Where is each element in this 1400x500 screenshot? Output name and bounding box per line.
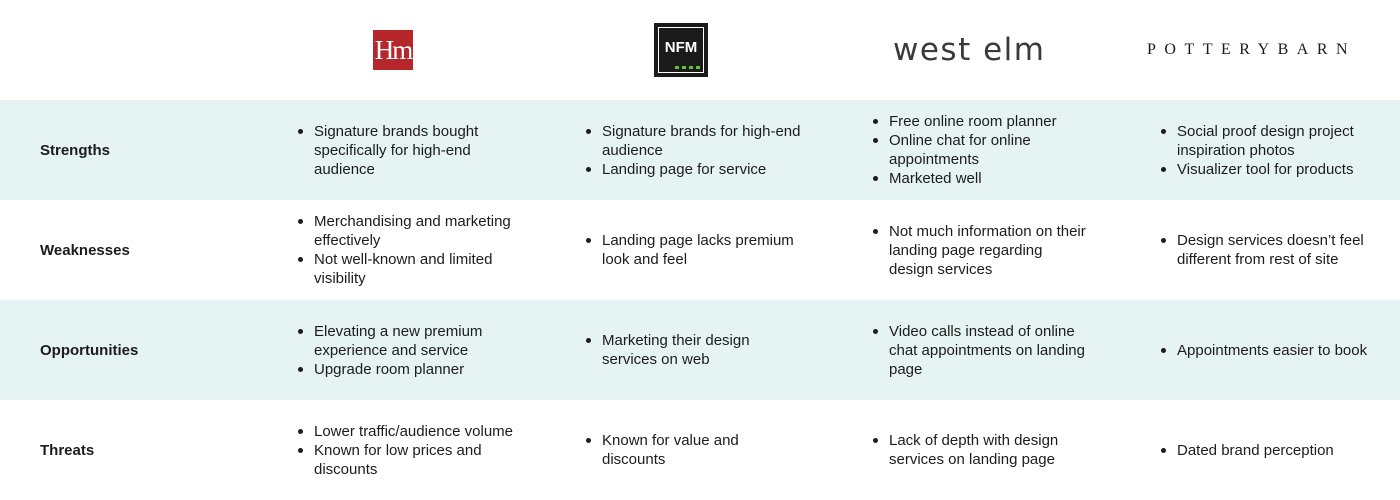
cell-westelm: Lack of depth with design services on la…: [873, 400, 1088, 500]
bullet-item: Free online room planner: [873, 112, 1088, 131]
bullet-item: Appointments easier to book: [1161, 341, 1376, 360]
cell-westelm: Video calls instead of online chat appoi…: [873, 300, 1088, 400]
bullet-item: Signature brands for high-end audience: [586, 122, 801, 160]
pottery-barn-wordmark: POTTERYBARN: [1147, 41, 1357, 58]
bullet-list: Social proof design project inspiration …: [1161, 122, 1376, 179]
bullet-list: Lack of depth with design services on la…: [873, 431, 1088, 469]
cell-westelm: Not much information on their landing pa…: [873, 200, 1088, 300]
bullet-list: Landing page lacks premium look and feel: [586, 231, 801, 269]
bullet-item: Landing page lacks premium look and feel: [586, 231, 801, 269]
bullet-item: Visualizer tool for products: [1161, 160, 1376, 179]
nfm-logo-dots: [675, 66, 700, 69]
bullet-list: Not much information on their landing pa…: [873, 222, 1088, 279]
brand-logo-row: Hm NFM west elm POTTERYBARN: [0, 0, 1400, 100]
bullet-item: Marketed well: [873, 169, 1088, 188]
row-label: Strengths: [40, 141, 111, 159]
bullet-item: Lower traffic/audience volume: [298, 422, 513, 441]
cell-nfm: Landing page lacks premium look and feel: [586, 200, 801, 300]
cell-potterybarn: Appointments easier to book: [1161, 300, 1376, 400]
bullet-item: Lack of depth with design services on la…: [873, 431, 1088, 469]
west-elm-logo: west elm: [893, 0, 1045, 100]
cell-hm: Signature brands bought specifically for…: [298, 100, 513, 200]
bullet-list: Known for value and discounts: [586, 431, 801, 469]
bullet-item: Social proof design project inspiration …: [1161, 122, 1376, 160]
row-label: Weaknesses: [40, 241, 130, 259]
nfm-logo: NFM: [654, 0, 708, 100]
row-label: Threats: [40, 441, 95, 459]
bullet-item: Dated brand perception: [1161, 441, 1376, 460]
cell-hm: Elevating a new premium experience and s…: [298, 300, 513, 400]
bullet-list: Design services doesn’t feel different f…: [1161, 231, 1376, 269]
bullet-item: Known for value and discounts: [586, 431, 801, 469]
bullet-item: Known for low prices and discounts: [298, 441, 513, 479]
bullet-item: Online chat for online appointments: [873, 131, 1088, 169]
bullet-item: Not well-known and limited visibility: [298, 250, 513, 288]
opportunities-row: Opportunities Elevating a new premium exp…: [0, 300, 1400, 400]
weaknesses-row: Weaknesses Merchandising and marketing ef…: [0, 200, 1400, 300]
pottery-barn-logo: POTTERYBARN: [1147, 0, 1356, 100]
bullet-item: Merchandising and marketing effectively: [298, 212, 513, 250]
bullet-list: Marketing their design services on web: [586, 331, 801, 369]
nfm-logo-mark: NFM: [654, 23, 708, 77]
bullet-list: Video calls instead of online chat appoi…: [873, 322, 1088, 379]
bullet-item: Not much information on their landing pa…: [873, 222, 1088, 279]
cell-nfm: Known for value and discounts: [586, 400, 801, 500]
nfm-logo-text: NFM: [664, 38, 698, 56]
cell-potterybarn: Social proof design project inspiration …: [1161, 100, 1376, 200]
bullet-item: Video calls instead of online chat appoi…: [873, 322, 1088, 379]
bullet-item: Design services doesn’t feel different f…: [1161, 231, 1376, 269]
bullet-list: Appointments easier to book: [1161, 341, 1376, 360]
bullet-item: Landing page for service: [586, 160, 801, 179]
bullet-list: Signature brands bought specifically for…: [298, 122, 513, 179]
bullet-item: Upgrade room planner: [298, 360, 513, 379]
west-elm-wordmark: west elm: [893, 32, 1046, 68]
strengths-row: Strengths Signature brands bought specifi…: [0, 100, 1400, 200]
cell-potterybarn: Dated brand perception: [1161, 400, 1376, 500]
bullet-list: Elevating a new premium experience and s…: [298, 322, 513, 379]
cell-nfm: Marketing their design services on web: [586, 300, 801, 400]
bullet-item: Marketing their design services on web: [586, 331, 801, 369]
row-label: Opportunities: [40, 341, 139, 359]
hm-logo: Hm: [373, 0, 413, 100]
bullet-item: Signature brands bought specifically for…: [298, 122, 513, 179]
cell-potterybarn: Design services doesn’t feel different f…: [1161, 200, 1376, 300]
bullet-item: Elevating a new premium experience and s…: [298, 322, 513, 360]
bullet-list: Dated brand perception: [1161, 441, 1376, 460]
hm-logo-mark: Hm: [373, 30, 413, 70]
